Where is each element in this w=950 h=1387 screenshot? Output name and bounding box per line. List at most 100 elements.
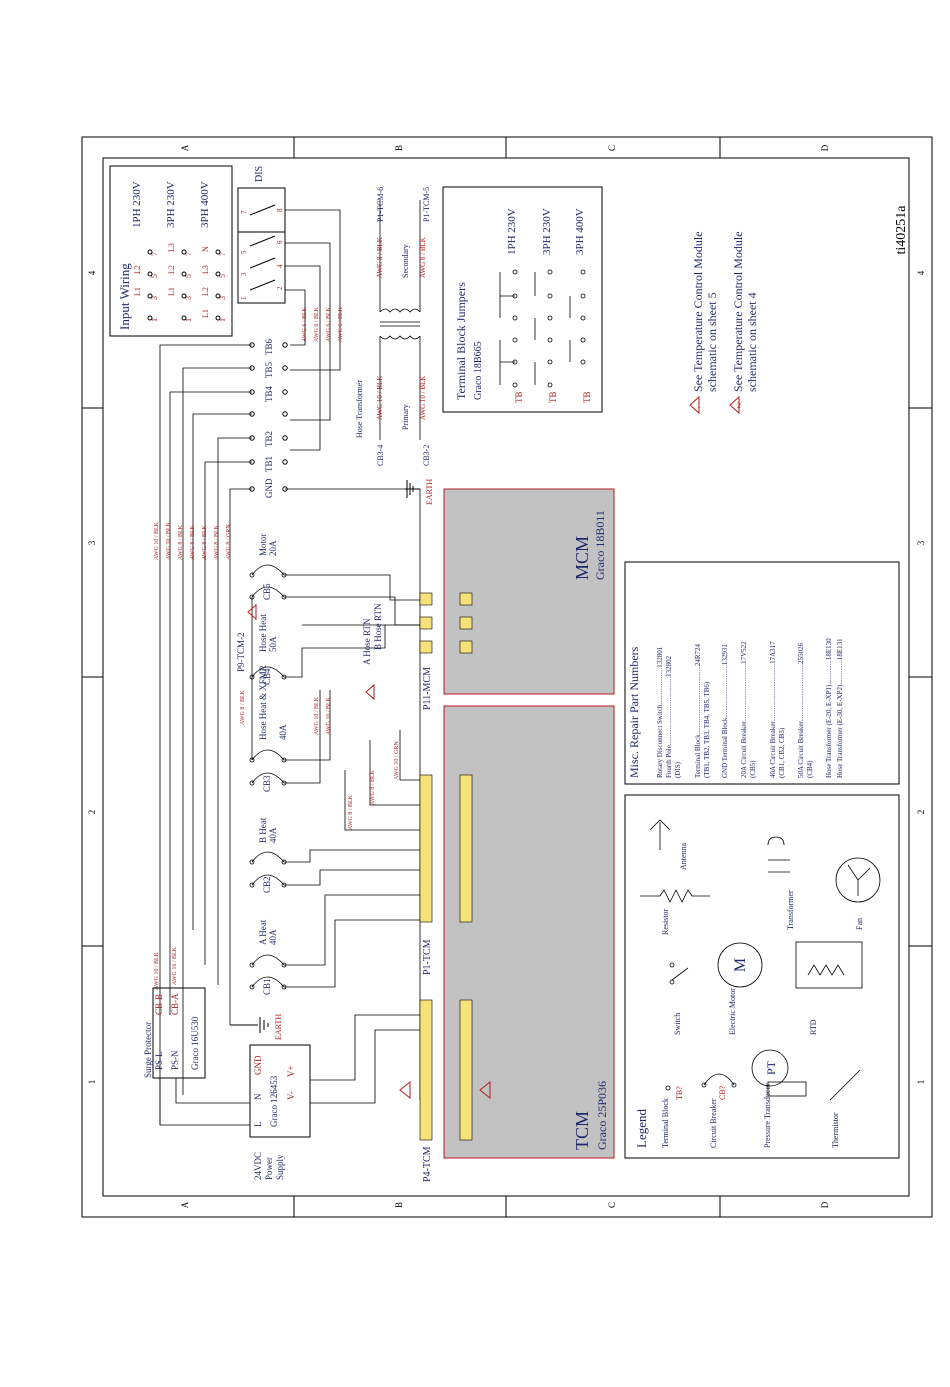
cb4-amps: 50A (268, 636, 278, 652)
legend-rtd: RTD (809, 1019, 818, 1035)
note-2-text-1: See Temperature Control Module (731, 231, 745, 392)
parts-line-10: 50A Circuit Breaker.....................… (797, 642, 805, 778)
cb3-amps: 40A (278, 724, 288, 740)
mcm-part: Graco 18B011 (593, 510, 607, 580)
cb5-amps: 20A (268, 540, 278, 556)
iw-num-1a: 1 (150, 318, 159, 322)
wire-label-awg8-2: AWG 8 / BLK (190, 524, 196, 560)
parts-line-11: (CB4) (806, 760, 814, 778)
iw-l1-3: L1 (201, 309, 210, 318)
surge-wire-awg16a: AWG 16 / BLK (154, 951, 160, 990)
jumpers-title: Terminal Block Jumpers (454, 282, 468, 400)
iw-num-1c: 1 (218, 318, 227, 322)
cb-earth-label: EARTH (274, 1014, 283, 1040)
iw-num-5c: 5 (218, 274, 227, 278)
a-hose-rtn-label: A Hose RTN (362, 618, 372, 665)
parts-line-4: (TB1, TB2, TB3, TB4, TB5, TB6) (703, 681, 711, 778)
wire-label-awg8-4: AWG 8 / BLK (214, 524, 220, 560)
note-2-text-2: schematic on sheet 4 (745, 292, 759, 392)
dis-pin-8: 8 (276, 208, 284, 212)
row-number-left-2: 2 (87, 810, 97, 815)
psu-title-2: Power (264, 1157, 274, 1180)
p9-tcm2-label: P9-TCM-2 (236, 632, 246, 672)
legend-terminal-block: Terminal Block (661, 1098, 670, 1148)
parts-line-6: 20A Circuit Breaker.....................… (740, 641, 748, 778)
tcm-module: TCM Graco 25P036 (443, 705, 615, 1159)
iw-num-5b: 5 (184, 274, 193, 278)
wire-label-awg8-3: AWG 8 / BLK (202, 524, 208, 560)
iw-num-3a: 3 (150, 296, 159, 300)
iw-n-3: N (201, 246, 210, 252)
xfmr-title: Hose Transformer (355, 380, 364, 438)
dis-pin-6: 6 (276, 240, 284, 244)
parts-line-3: Terminal Block..........................… (694, 643, 702, 778)
tb1-label: TB1 (264, 456, 274, 472)
p11-mcm-label: P11-MCM (422, 667, 433, 710)
surge-ps-n: PS-N (170, 1050, 180, 1070)
cb4-id: CB4 (262, 668, 272, 685)
breaker-wires (251, 574, 420, 988)
xfmr-pri-awg10b: AWG 10 / BLK (419, 376, 427, 420)
surge-wire-awg16b: AWG 16 / BLK (172, 946, 178, 985)
iw-num-3c: 3 (218, 296, 227, 300)
wire-label-awg8-1: AWG 8 / BLK (178, 524, 184, 560)
iw-l1-1: L1 (133, 287, 142, 296)
jumpers-box: Terminal Block Jumpers Graco 18B665 1PH … (442, 186, 603, 413)
col-letter-bot-d: D (820, 1201, 830, 1208)
iw-l2-2: L2 (167, 265, 176, 274)
wire-label-awg8grn: AWG 8 / GRN (226, 524, 232, 560)
row-number-right-3: 3 (916, 540, 926, 545)
col-letter-top-c: C (607, 145, 617, 151)
note-1-text-2: schematic on sheet 5 (705, 292, 719, 392)
cb2-amps: 40A (268, 827, 278, 843)
input-wiring-box: Input Wiring 1PH 230V 3PH 230V 3PH 400V … (109, 165, 233, 337)
iw-num-3b: 3 (184, 296, 193, 300)
row-number-left-3: 3 (87, 540, 97, 545)
mcm-name: MCM (572, 536, 592, 580)
legend-box: Legend Terminal Block Circuit Breaker Pr… (624, 794, 900, 1159)
row-number-right-4: 4 (916, 270, 926, 275)
xfmr-pri-awg10a: AWG 10 / BLK (376, 376, 384, 420)
tb6-label: TB6 (264, 338, 274, 355)
legend-antenna: Antenna (679, 842, 688, 870)
iw-num-5a: 5 (150, 274, 159, 278)
psu-gnd: GND (253, 1055, 263, 1075)
iw-l2-1: L2 (133, 265, 142, 274)
jumpers-part: Graco 18B665 (473, 341, 484, 400)
xfmr-cb3-2: CB3-2 (422, 445, 431, 466)
col-letter-bot-a: A (180, 1201, 190, 1208)
cb2-id: CB2 (262, 876, 272, 893)
p4-tcm-label: P4-TCM (422, 1146, 433, 1182)
iw-l3-2: L3 (167, 243, 176, 252)
xfmr-cb3-4: CB3-4 (376, 445, 385, 466)
note-1-num: 1 (697, 401, 701, 410)
legend-cb: CB? (718, 1085, 727, 1100)
legend-pt-symbol: PT (764, 1060, 778, 1075)
jumpers-tb-2: TB (548, 391, 558, 403)
notes: 1 See Temperature Control Module schemat… (689, 231, 759, 415)
cb2-name: B Heat (258, 817, 268, 843)
surge-cb-a: CB-A (170, 993, 180, 1015)
surge-title: Surge Protector (143, 1022, 153, 1078)
cb3-wire-awg10b: AWG 10 / BLK (326, 696, 332, 735)
gnd-label: GND (264, 478, 274, 498)
iw-l3-3: L3 (201, 265, 210, 274)
psu-title-3: Supply (275, 1154, 285, 1180)
dis-pin-5: 5 (240, 250, 248, 254)
parts-line-8: 40A Circuit Breaker.....................… (769, 641, 777, 778)
row-number-right-2: 2 (916, 810, 926, 815)
col-letter-top-b: B (394, 145, 404, 151)
xfmr-p1-tcm6: P1-TCM-6 (376, 187, 385, 222)
cb3-id: CB3 (262, 775, 272, 792)
disconnect-switch (237, 187, 286, 304)
p11-mcm-connector (419, 592, 473, 654)
legend-pressure-transducer: Pressure Transducer (763, 1083, 772, 1148)
col-letter-top-d: D (820, 144, 830, 151)
cb1-id: CB1 (262, 978, 272, 995)
awg6-label-1: AWG 6 / BLK (302, 306, 308, 342)
mod-wire-awg8a: AWG 8 / BLK (348, 794, 354, 830)
awg6-label-2: AWG 6 / BLK (314, 306, 320, 342)
b-hose-rtn-label: B Hose RTN (373, 603, 383, 650)
note-1-text-1: See Temperature Control Module (691, 231, 705, 392)
